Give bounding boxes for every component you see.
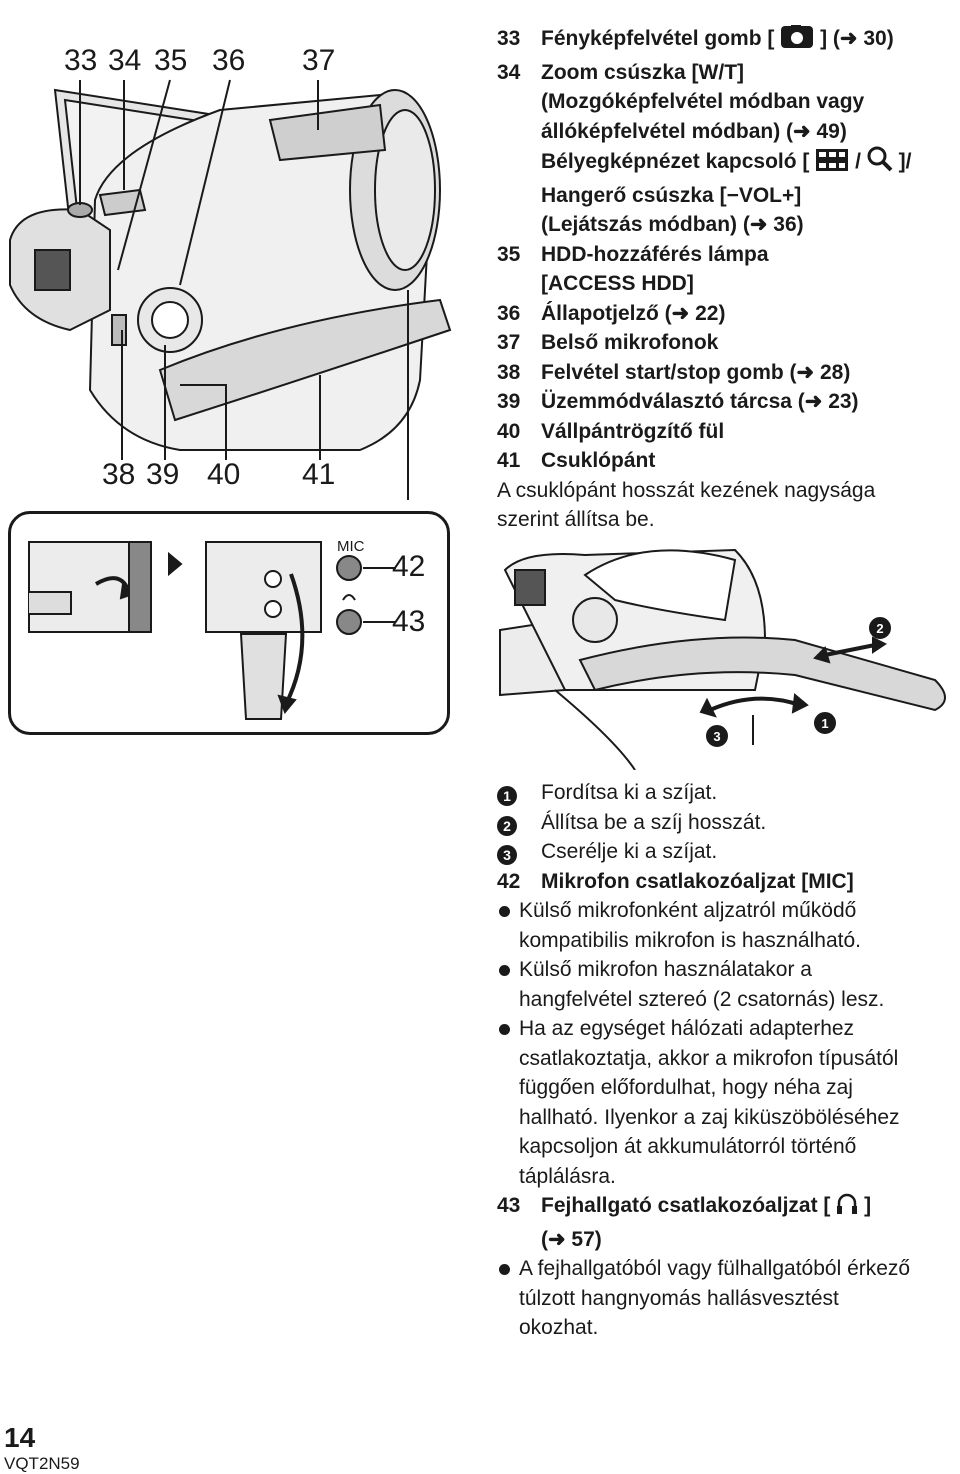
entry-33: 33 Fényképfelvétel gomb [ ] (➜ 30)	[497, 24, 947, 58]
callout-36: 36	[212, 44, 246, 77]
entry-34: 34 Zoom csúszka [W/T] (Mozgóképfelvétel …	[497, 60, 912, 237]
camera-icon	[780, 25, 814, 58]
jack-panel-drawing	[28, 541, 396, 720]
callout-33: 33	[64, 44, 98, 77]
camera-illustration	[9, 79, 452, 500]
entry-40: 40 Vállpántrögzítő fül	[497, 419, 725, 443]
strap-adjust-illustration: 3 1 2	[499, 548, 946, 770]
thumbnail-grid-icon	[815, 148, 849, 181]
bullet-43-1: A fejhallgatóból vagy fülhallgatóból érk…	[497, 1254, 947, 1343]
strap-step-2: 2	[876, 621, 883, 636]
entry-38: 38 Felvétel start/stop gomb (➜ 28)	[497, 360, 851, 384]
entry-36: 36 Állapotjelző (➜ 22)	[497, 301, 726, 325]
callout-43: 43	[392, 605, 426, 638]
strap-step-3: 3	[713, 729, 720, 744]
callout-42: 42	[392, 550, 426, 583]
strap-description: A csuklópánt hosszát kezének nagysága sz…	[497, 478, 876, 532]
callout-39: 39	[146, 458, 180, 491]
entry-43: 43 Fejhallgató csatlakozóaljzat [ ] (➜ 5…	[497, 1192, 872, 1251]
page-number: 14	[4, 1422, 36, 1453]
strap-step-1: 1	[821, 716, 828, 731]
callout-41: 41	[302, 458, 336, 491]
headphone-icon	[342, 594, 356, 601]
entry-41: 41 Csuklópánt	[497, 449, 656, 472]
mic-label: MIC	[337, 538, 365, 555]
magnifier-icon	[867, 146, 893, 181]
document-code: VQT2N59	[4, 1454, 80, 1473]
callout-34: 34	[108, 44, 142, 77]
jack-panel-figure: MIC 42 43	[8, 511, 450, 735]
entry-39: 39 Üzemmódválasztó tárcsa (➜ 23)	[497, 390, 859, 413]
entry-35: 35 HDD-hozzáférés lámpa [ACCESS HDD]	[497, 242, 769, 296]
parts-list: 33 Fényképfelvétel gomb [ ] (➜ 30) 34 Zo…	[497, 24, 947, 535]
callout-40: 40	[207, 458, 241, 491]
headphones-icon	[836, 1192, 858, 1225]
entry-37: 37 Belső mikrofonok	[497, 331, 719, 354]
callout-38: 38	[102, 458, 136, 491]
callout-37: 37	[302, 44, 336, 77]
entry-42: 42 Mikrofon csatlakozóaljzat [MIC]	[497, 869, 854, 893]
callout-35: 35	[154, 44, 188, 77]
